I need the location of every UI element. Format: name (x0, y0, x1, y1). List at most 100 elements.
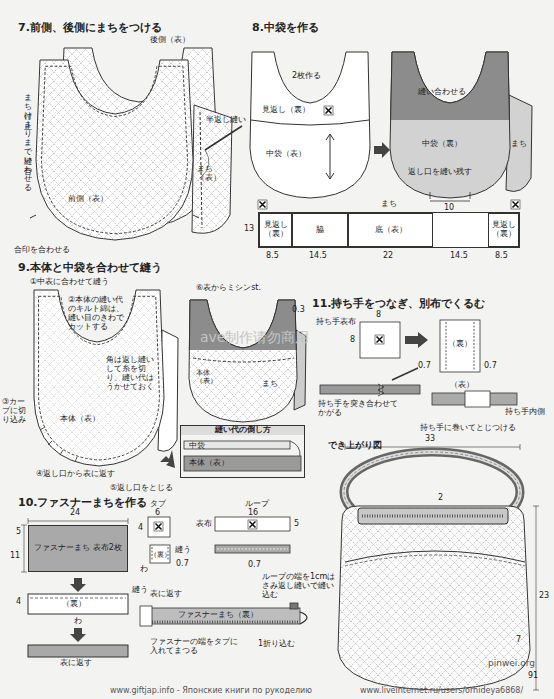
drawing-part (290, 441, 300, 457)
instruction-note: まち付け止まりまで縫い合わせる (22, 88, 31, 187)
strip-segment: 脇 (292, 213, 348, 247)
dimension-line (21, 518, 128, 572)
drawing-part (390, 52, 510, 198)
dimension-number: 91 (528, 672, 538, 681)
dimension-number: 8.5 (266, 252, 279, 261)
drawing-part (156, 524, 162, 530)
instruction-note: 後側（表） (150, 36, 190, 45)
instruction-note: ④返し口から表に返す (36, 470, 115, 479)
drawing-part (205, 126, 242, 150)
instruction-note: ②本体の縫い代のキルト綿は、縫い目のきわでカットする (68, 296, 130, 332)
step-arrow (405, 332, 428, 348)
strip-segment: 見返し（裏） (259, 213, 292, 247)
wrapped-handle (432, 391, 517, 407)
drawing-part (28, 594, 128, 614)
instruction-note: タブ (150, 500, 166, 509)
step-arrow (160, 450, 175, 468)
box-text: 縫い代の倒し方 (181, 426, 304, 435)
drawing-part (40, 427, 77, 462)
dimension-number: 5 (294, 520, 299, 529)
joined-handles (320, 368, 420, 396)
dimension-number: 13 (244, 225, 254, 234)
instruction-note: 見返し（裏） (262, 106, 310, 115)
box-text: 脇 (316, 226, 324, 235)
box-text: ファスナーまち 表布2枚 (34, 544, 122, 553)
drawing-part (390, 52, 510, 120)
instruction-note: 本体（表） (196, 370, 226, 386)
instruction-note: ファスナーまち（裏） (178, 611, 258, 620)
bag-body (34, 290, 178, 466)
drawing-part (344, 452, 520, 532)
drawing-part (320, 385, 380, 394)
step-arrow (70, 578, 86, 592)
instruction-note: 2枚作る (292, 72, 321, 81)
dimension-number: 14.5 (309, 252, 327, 261)
box-subtext: 本体（表） (189, 459, 229, 468)
instruction-note: 持ち手を突き合わせてかがる (318, 400, 398, 418)
drawing-part (344, 452, 520, 532)
drawing-part (184, 456, 301, 471)
dimension-number: 11 (10, 552, 20, 561)
folded-handle-fabric (440, 320, 480, 372)
dimension-number: 4 (138, 524, 143, 533)
instruction-note: ループの端を1cmはさみ返し縫いで縫い込む (262, 573, 336, 600)
instruction-note: 1折り込む (258, 640, 295, 649)
dimension-number: 16 (248, 509, 258, 518)
box-text: 見返し（裏） (489, 221, 518, 239)
instruction-note: 角は返し縫いして糸を切り、縫い代はうかせておく (106, 356, 160, 392)
dimension-number: 8 (350, 336, 355, 345)
dimension-number: 0.7 (176, 560, 189, 569)
drawing-part (250, 52, 370, 198)
drawing-part (150, 545, 170, 563)
drawing-part (377, 337, 383, 343)
instruction-note: 本体（表） (60, 415, 100, 424)
drawing-part (511, 200, 520, 209)
instruction-note: 中袋（裏） (422, 140, 462, 149)
watermark: ave制作请勿商用 (200, 330, 309, 346)
instruction-note: （裏） (150, 552, 171, 560)
instruction-note: ③カーブに切り込み (2, 398, 32, 425)
instruction-note: 表に返す (150, 590, 182, 599)
folded-gusset (28, 594, 128, 614)
bag-front-piece (30, 60, 199, 240)
finished-body (189, 300, 306, 422)
dimension-number: 8 (376, 311, 381, 320)
box-text: 見返し（裏） (260, 221, 291, 239)
dimension-number: 0.7 (418, 362, 431, 371)
instruction-note: わ (74, 617, 82, 626)
step-heading: 7.前側、後側にまちをつける (18, 22, 162, 34)
drawing-part (28, 518, 128, 524)
dimension-number: 2 (438, 494, 443, 503)
cross-mark (258, 200, 267, 209)
instruction-note: 表に返す (60, 659, 92, 668)
drawing-part (378, 384, 384, 396)
drawing-part (189, 300, 297, 422)
instruction-note: ループ (245, 500, 269, 509)
drawing-part (152, 621, 298, 624)
zipper (140, 603, 307, 626)
drawing-part (193, 358, 294, 362)
drawing-part (248, 520, 257, 529)
instruction-note: ①中表に合わせて縫う (30, 278, 109, 287)
dimension-number: 7 (516, 636, 521, 645)
drawing-part (382, 385, 420, 394)
drawing-part (215, 545, 290, 553)
strip-segment: 見返し（裏） (488, 213, 519, 247)
drawing-part (344, 452, 520, 532)
dimension-number: 14.5 (450, 252, 468, 261)
step-arrow (70, 628, 86, 642)
gusset-piece (192, 105, 232, 233)
instruction-note: まち (511, 140, 527, 149)
seam-detail-box: 縫い代の倒し方中袋本体（表） (180, 425, 305, 478)
drawing-part (192, 105, 232, 233)
drawing-part (258, 200, 267, 209)
drawing-part (326, 134, 334, 179)
drawing-part (324, 106, 333, 115)
instruction-note: 返し口を縫い残す (408, 168, 472, 177)
box-text: 底（表） (375, 226, 407, 235)
watermark: pinwei.org (488, 658, 535, 668)
drawing-part (513, 202, 519, 208)
step-heading: 11.持ち手をつなぎ、別布でくるむ (312, 298, 486, 310)
tab-piece (148, 517, 170, 563)
